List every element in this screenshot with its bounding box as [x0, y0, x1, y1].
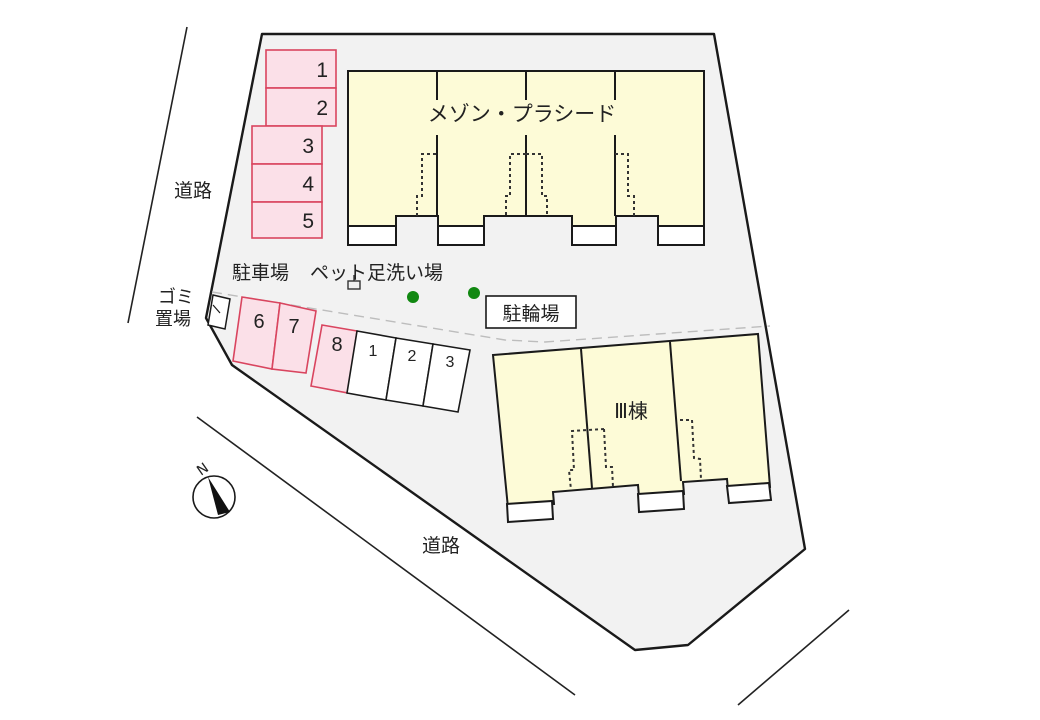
building-main-name: メゾン・プラシード [428, 102, 617, 126]
garbage-label-line2: 置場 [155, 309, 191, 330]
pet-foot-wash-label: ペット足洗い場 [310, 262, 443, 284]
garbage-label-line1: ゴミ [158, 287, 194, 308]
road-bottom-edge [196, 416, 576, 696]
parking-number: 6 [253, 311, 264, 333]
parking-group-lower: 6 7 8 [232, 296, 358, 394]
parking-number: 3 [446, 354, 455, 371]
parking-space-1[interactable] [265, 49, 337, 89]
building-main: メゾン・プラシード [347, 70, 705, 246]
building-annex-name: Ⅲ棟 [614, 399, 648, 423]
parking-number: 1 [369, 343, 378, 360]
compass-north-icon: N [192, 460, 236, 519]
parking-number: 8 [331, 334, 342, 356]
area-divider-line [211, 291, 771, 343]
parking-number: 7 [288, 316, 299, 338]
parking-group-top: 1 2 3 4 5 [251, 49, 337, 239]
parking-number: 2 [316, 97, 328, 120]
road-label-left: 道路 [174, 180, 212, 202]
road-right-edge [737, 609, 850, 706]
bicycle-parking[interactable]: 駐輪場 [485, 295, 577, 329]
parking-number: 1 [316, 59, 328, 82]
foot-wash-point-icon [468, 287, 480, 299]
parking-space-w3[interactable] [422, 343, 471, 413]
road-label-bottom: 道路 [422, 535, 460, 557]
parking-space-5[interactable] [251, 201, 323, 239]
building-annex: Ⅲ棟 [491, 332, 773, 524]
parking-label: 駐車場 [232, 262, 289, 284]
parking-number: 4 [302, 173, 314, 196]
parking-space-3[interactable] [251, 125, 323, 165]
parking-number: 5 [302, 210, 314, 233]
faucet-icon [347, 275, 361, 290]
road-left-edge [127, 26, 188, 324]
parking-number: 2 [408, 348, 417, 365]
parking-space-7[interactable] [271, 302, 317, 374]
bicycle-parking-label: 駐輪場 [502, 303, 559, 325]
parking-group-white: 1 2 3 [346, 330, 471, 413]
parking-number: 3 [302, 135, 314, 158]
foot-wash-point-icon [407, 291, 419, 303]
garbage-station[interactable] [207, 294, 231, 330]
